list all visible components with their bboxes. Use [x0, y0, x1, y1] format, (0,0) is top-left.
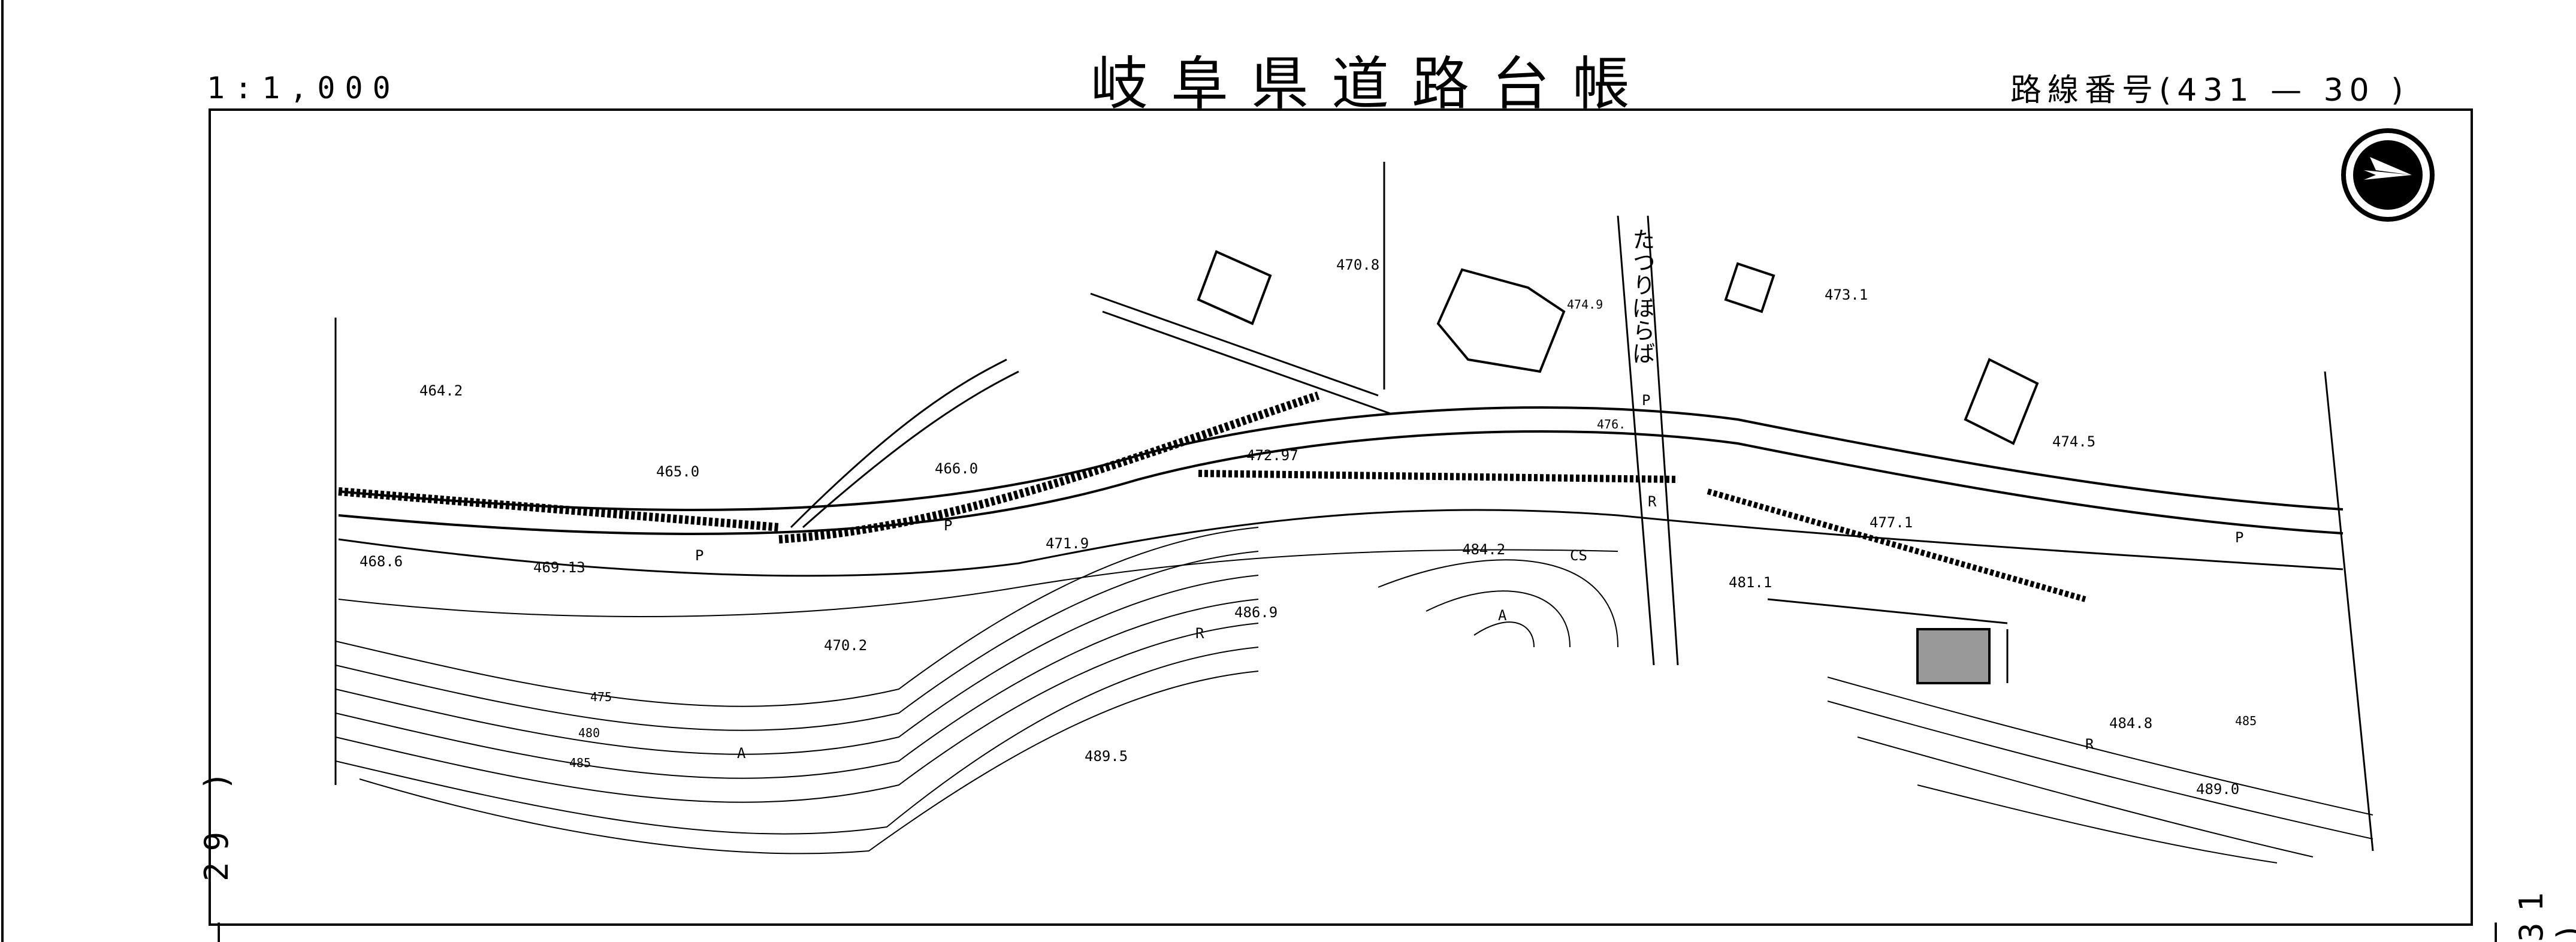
- scale-label: 1:1,000: [207, 71, 400, 105]
- elevation-label: 474.9: [1567, 297, 1603, 312]
- elevation-label: 464.2: [419, 382, 463, 399]
- map-symbol: CS: [1570, 547, 1587, 564]
- elevation-label: 473.1: [1825, 286, 1868, 303]
- map-symbol: R: [2085, 736, 2094, 753]
- elevation-label: 465.0: [656, 463, 699, 480]
- elevation-label: 474.5: [2052, 433, 2095, 450]
- elevation-label: 472.97: [1246, 447, 1298, 464]
- contour-lines: [335, 527, 2373, 864]
- map-symbol: R: [1648, 493, 1657, 510]
- route-number: 路線番号(431 — 30 ): [2010, 73, 2409, 108]
- elevation-label: 484.8: [2109, 715, 2152, 732]
- buildings: [1197, 250, 2039, 684]
- elevation-label: 475: [590, 690, 612, 704]
- map-symbol: P: [1642, 392, 1650, 409]
- elevation-label: 471.9: [1046, 535, 1089, 552]
- north-arrow-icon: [2341, 128, 2435, 222]
- elevation-label: 480: [578, 726, 600, 740]
- survey-boundary: [334, 318, 2374, 852]
- place-name: たつりぼらば: [1629, 228, 1655, 364]
- map-symbol: P: [944, 517, 952, 534]
- map-frame: [209, 108, 2473, 926]
- side-roads: [790, 162, 2009, 683]
- elevation-label: 470.8: [1336, 256, 1379, 273]
- elevation-label: 466.0: [935, 460, 978, 477]
- sheet-title: 岐阜県道路台帳: [1091, 50, 1653, 117]
- map-symbol: R: [1195, 625, 1204, 642]
- elevation-label: 485: [569, 756, 591, 770]
- elevation-label: 489.0: [2196, 781, 2239, 798]
- map-symbol: A: [737, 745, 746, 762]
- elevation-label: 484.2: [1462, 541, 1505, 558]
- elevation-label: 481.1: [1729, 574, 1772, 591]
- elevation-label: 489.5: [1085, 748, 1128, 765]
- elevation-label: 485: [2235, 714, 2257, 728]
- elevation-label: 470.2: [824, 637, 867, 654]
- map-symbol: A: [1498, 607, 1507, 624]
- elevation-label: 477.1: [1870, 514, 1913, 531]
- elevation-label: 486.9: [1234, 604, 1278, 621]
- elevation-label: 476.: [1597, 417, 1626, 431]
- elevation-label: 469.13: [533, 559, 585, 576]
- retaining-wall: [338, 391, 2086, 602]
- map-symbol: P: [695, 547, 703, 564]
- elevation-labels: 464.2 465.0 466.0 470.8 474.9 473.1 474.…: [360, 256, 2257, 798]
- map-symbols: P P P P R R R CS A A: [695, 392, 2243, 762]
- map-symbol: P: [2235, 529, 2243, 546]
- elevation-label: 468.6: [360, 553, 403, 570]
